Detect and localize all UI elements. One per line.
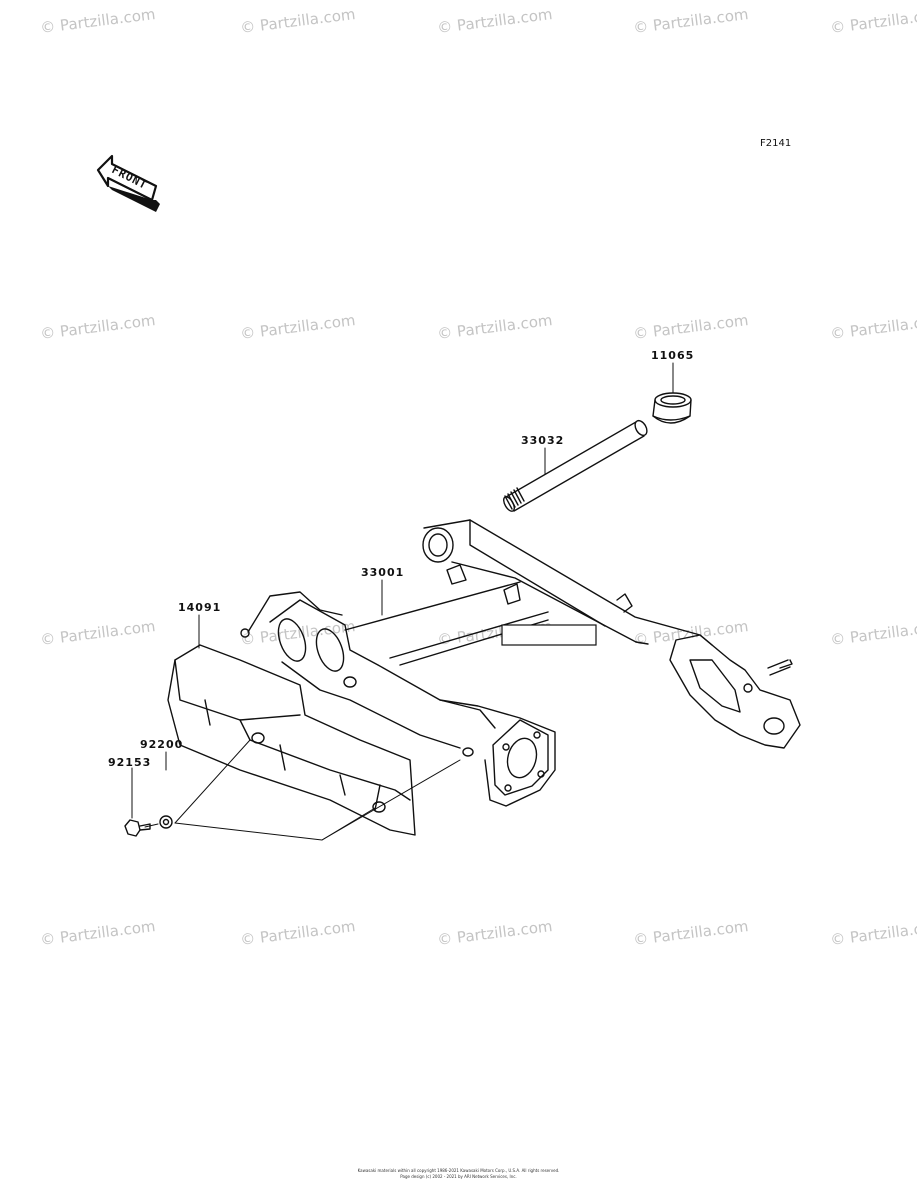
part-label-33001[interactable]: 33001 <box>361 566 405 579</box>
part-cover <box>167 644 416 836</box>
credits-line: Page design (c) 2002 - 2021 by ARI Netwo… <box>400 1174 517 1179</box>
part-collar <box>652 392 692 424</box>
front-arrow-icon: FRONT <box>96 154 160 212</box>
part-label-14091[interactable]: 14091 <box>178 601 222 614</box>
part-label-11065[interactable]: 11065 <box>651 349 695 362</box>
part-pivot-shaft <box>503 419 648 512</box>
leader-lines <box>131 362 674 841</box>
part-label-92153[interactable]: 92153 <box>108 756 152 769</box>
part-swing-arm <box>240 519 801 807</box>
copyright-footer: Kawasaki materials within all copyright … <box>0 1168 917 1180</box>
copyright-line: Kawasaki materials within all copyright … <box>357 1168 560 1173</box>
figure-code: F2141 <box>760 138 792 149</box>
part-washer <box>159 815 173 829</box>
data-plate <box>501 624 597 646</box>
part-bolt <box>124 819 151 837</box>
part-label-92200[interactable]: 92200 <box>140 738 184 751</box>
part-label-33032[interactable]: 33032 <box>521 434 565 447</box>
